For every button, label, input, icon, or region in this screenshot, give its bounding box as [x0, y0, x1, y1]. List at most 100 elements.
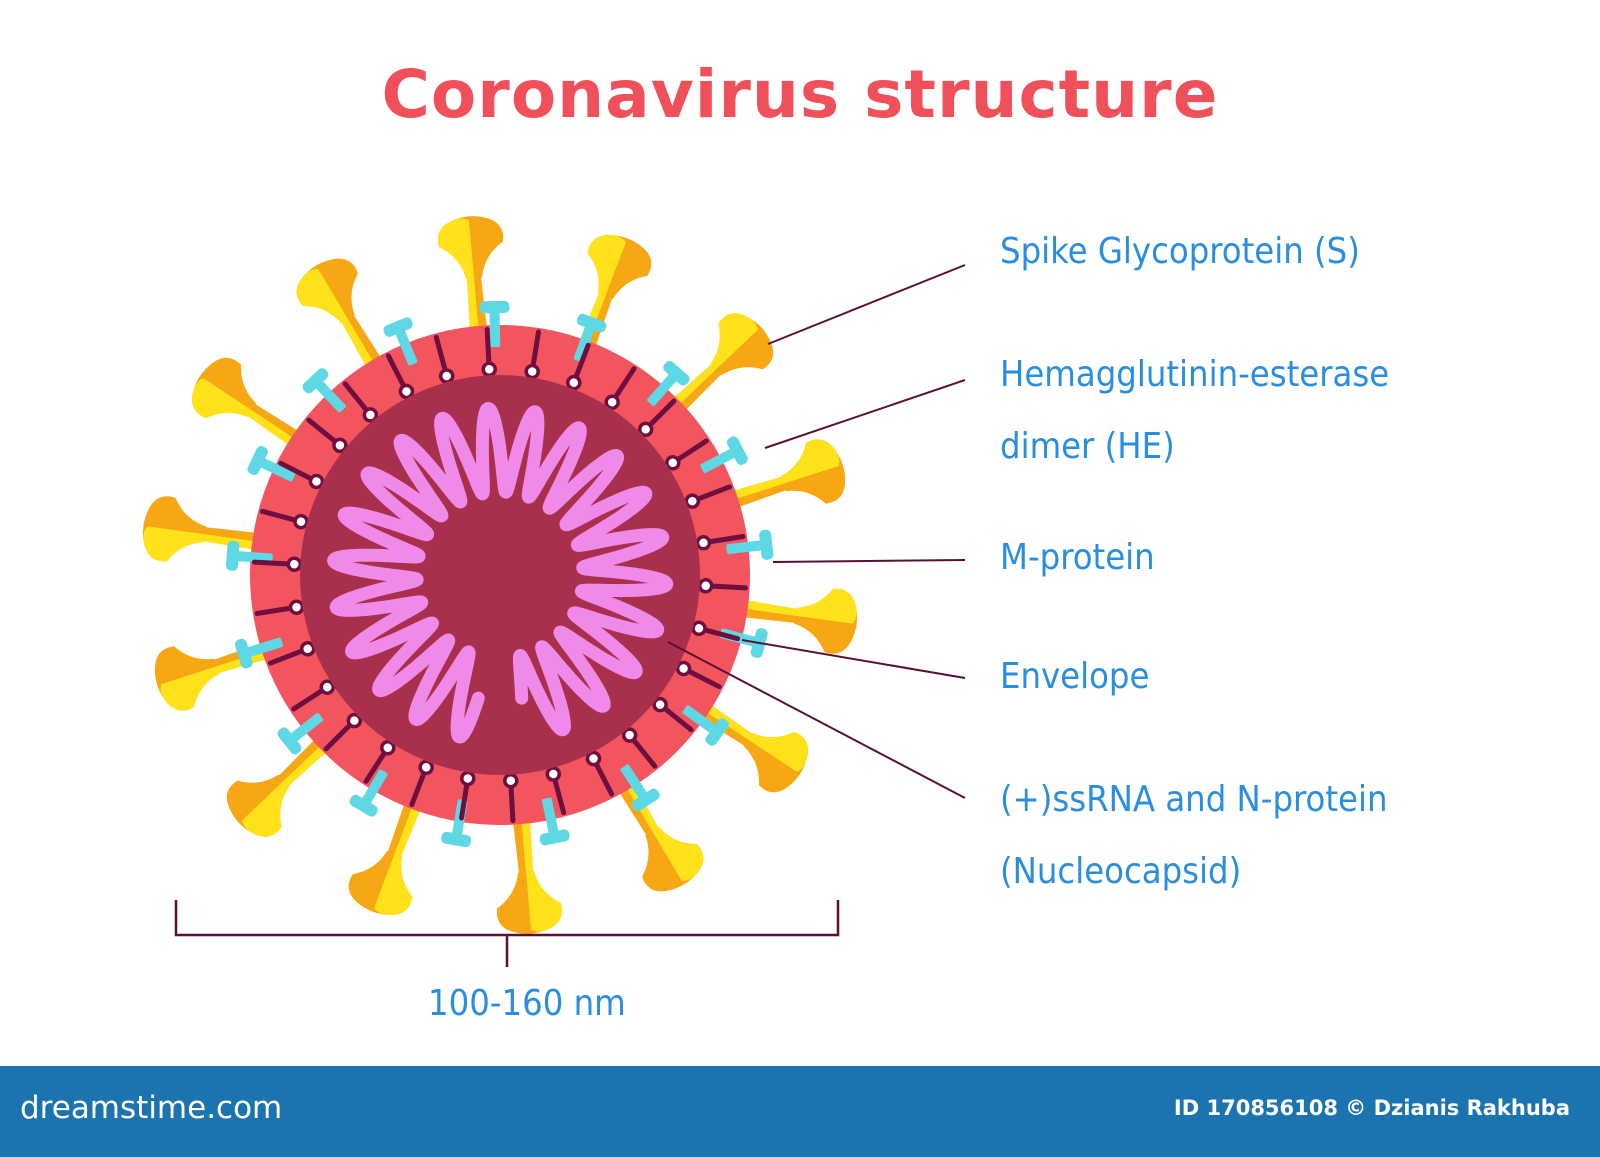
he-dimer-head [349, 794, 378, 817]
diagram-title: Coronavirus structure [381, 56, 1219, 133]
m-protein [323, 712, 363, 752]
leader-m-protein [772, 559, 966, 563]
m-protein-stem [670, 438, 709, 466]
spike-head-highlight [748, 731, 808, 772]
he-dimer-stalk [258, 457, 296, 482]
he-dimer [647, 360, 690, 406]
m-protein-head [695, 535, 712, 551]
spike-head-highlight [143, 526, 205, 562]
he-dimer [247, 446, 296, 482]
m-protein-head [288, 599, 305, 615]
m-protein-stem [643, 398, 677, 432]
spike-head-highlight [795, 588, 857, 624]
coronavirus-diagram [142, 216, 966, 967]
m-protein [675, 660, 722, 690]
m-protein [433, 334, 455, 384]
he-dimer-stalk [288, 712, 324, 743]
m-protein [637, 398, 677, 438]
leader-lines [667, 264, 966, 799]
scale-bar [174, 900, 840, 967]
he-dimer-head [726, 436, 748, 465]
he-dimer-head [539, 829, 570, 846]
he-dimer-stalk [541, 797, 559, 837]
m-protein-head [460, 770, 476, 787]
he-dimer-stalk [244, 637, 283, 658]
spike-head-highlight [525, 871, 562, 932]
m-protein-head [691, 620, 707, 637]
m-protein-head [503, 772, 519, 789]
m-protein [251, 556, 303, 572]
spike-head-highlight [242, 780, 290, 837]
he-dimer [302, 368, 346, 413]
he-dimer-head [225, 540, 240, 571]
m-protein-head [380, 740, 396, 756]
he-dimer-stalk [726, 540, 765, 555]
spike-glycoprotein [728, 588, 858, 654]
he-dimer-head [479, 300, 510, 314]
label-nucleocapsid: (+)ssRNA and N-protein (Nucleocapsid) [1000, 779, 1388, 892]
he-dimer-head [663, 360, 690, 386]
spike-head-highlight [652, 827, 704, 882]
he-dimer [726, 529, 774, 560]
he-dimer-head [383, 317, 413, 337]
spike-head-highlight [710, 313, 758, 370]
m-protein-head [481, 361, 497, 378]
m-protein-head [286, 556, 303, 572]
label-hemagglutinin-esterase: Hemagglutinin-esterase dimer (HE) [1000, 354, 1390, 467]
he-dimer [277, 712, 324, 755]
he-dimer-head [247, 446, 268, 475]
he-dimer [573, 313, 607, 362]
m-protein-head [665, 455, 681, 471]
footer-credit: ID 170856108 © Dzianis Rakhuba [1173, 1096, 1570, 1120]
leader-nucleocapsid [667, 641, 966, 799]
label-spike-glycoprotein: Spike Glycoprotein (S) [1000, 231, 1360, 272]
spike-head-highlight [296, 268, 348, 323]
he-dimer-head [441, 831, 472, 848]
m-protein [267, 641, 316, 666]
m-protein-head [697, 578, 714, 594]
label-m-protein: M-protein [1000, 537, 1155, 578]
spike-head-highlight [160, 666, 219, 711]
m-protein-head [524, 363, 540, 380]
he-dimer-stalk [647, 372, 679, 406]
he-dimer-stalk [573, 323, 596, 362]
rna-strand [327, 402, 674, 744]
he-dimer-stalk [394, 327, 418, 366]
m-protein-stem [433, 334, 450, 379]
he-dimer [682, 705, 729, 746]
m-protein-stem [609, 366, 637, 405]
he-dimer [234, 637, 283, 669]
m-protein-stem [306, 417, 343, 448]
m-protein-head [346, 712, 363, 729]
m-protein [691, 620, 741, 642]
spike-head-highlight [781, 439, 840, 484]
leader-he [764, 379, 966, 449]
m-protein-head [637, 421, 654, 438]
leader-spike [767, 264, 966, 345]
leader-envelope [741, 639, 966, 679]
he-dimer-stalk [314, 379, 346, 413]
he-dimer-stalk [361, 769, 388, 806]
he-dimer-head [576, 313, 607, 333]
label-envelope: Envelope [1000, 656, 1150, 697]
spike-head-highlight [192, 378, 252, 419]
he-dimer-head [277, 727, 302, 755]
he-dimer [700, 436, 748, 473]
spike-layer [142, 216, 858, 934]
m-protein-stem [700, 534, 746, 546]
he-dimer [539, 797, 570, 846]
m-protein [481, 326, 497, 378]
membrane-protein-layer [225, 300, 774, 848]
footer-site: dreamstime.com [20, 1090, 283, 1126]
m-protein [545, 766, 567, 816]
he-dimer [383, 317, 418, 366]
he-dimer-head [759, 529, 774, 560]
m-protein [665, 438, 709, 471]
spike-head-highlight [438, 218, 475, 279]
he-dimer-stalk [489, 308, 501, 348]
m-protein [459, 770, 476, 821]
he-dimer-head [234, 638, 253, 669]
m-protein-head [545, 766, 562, 782]
m-protein [585, 750, 615, 797]
he-dimer [479, 300, 510, 348]
